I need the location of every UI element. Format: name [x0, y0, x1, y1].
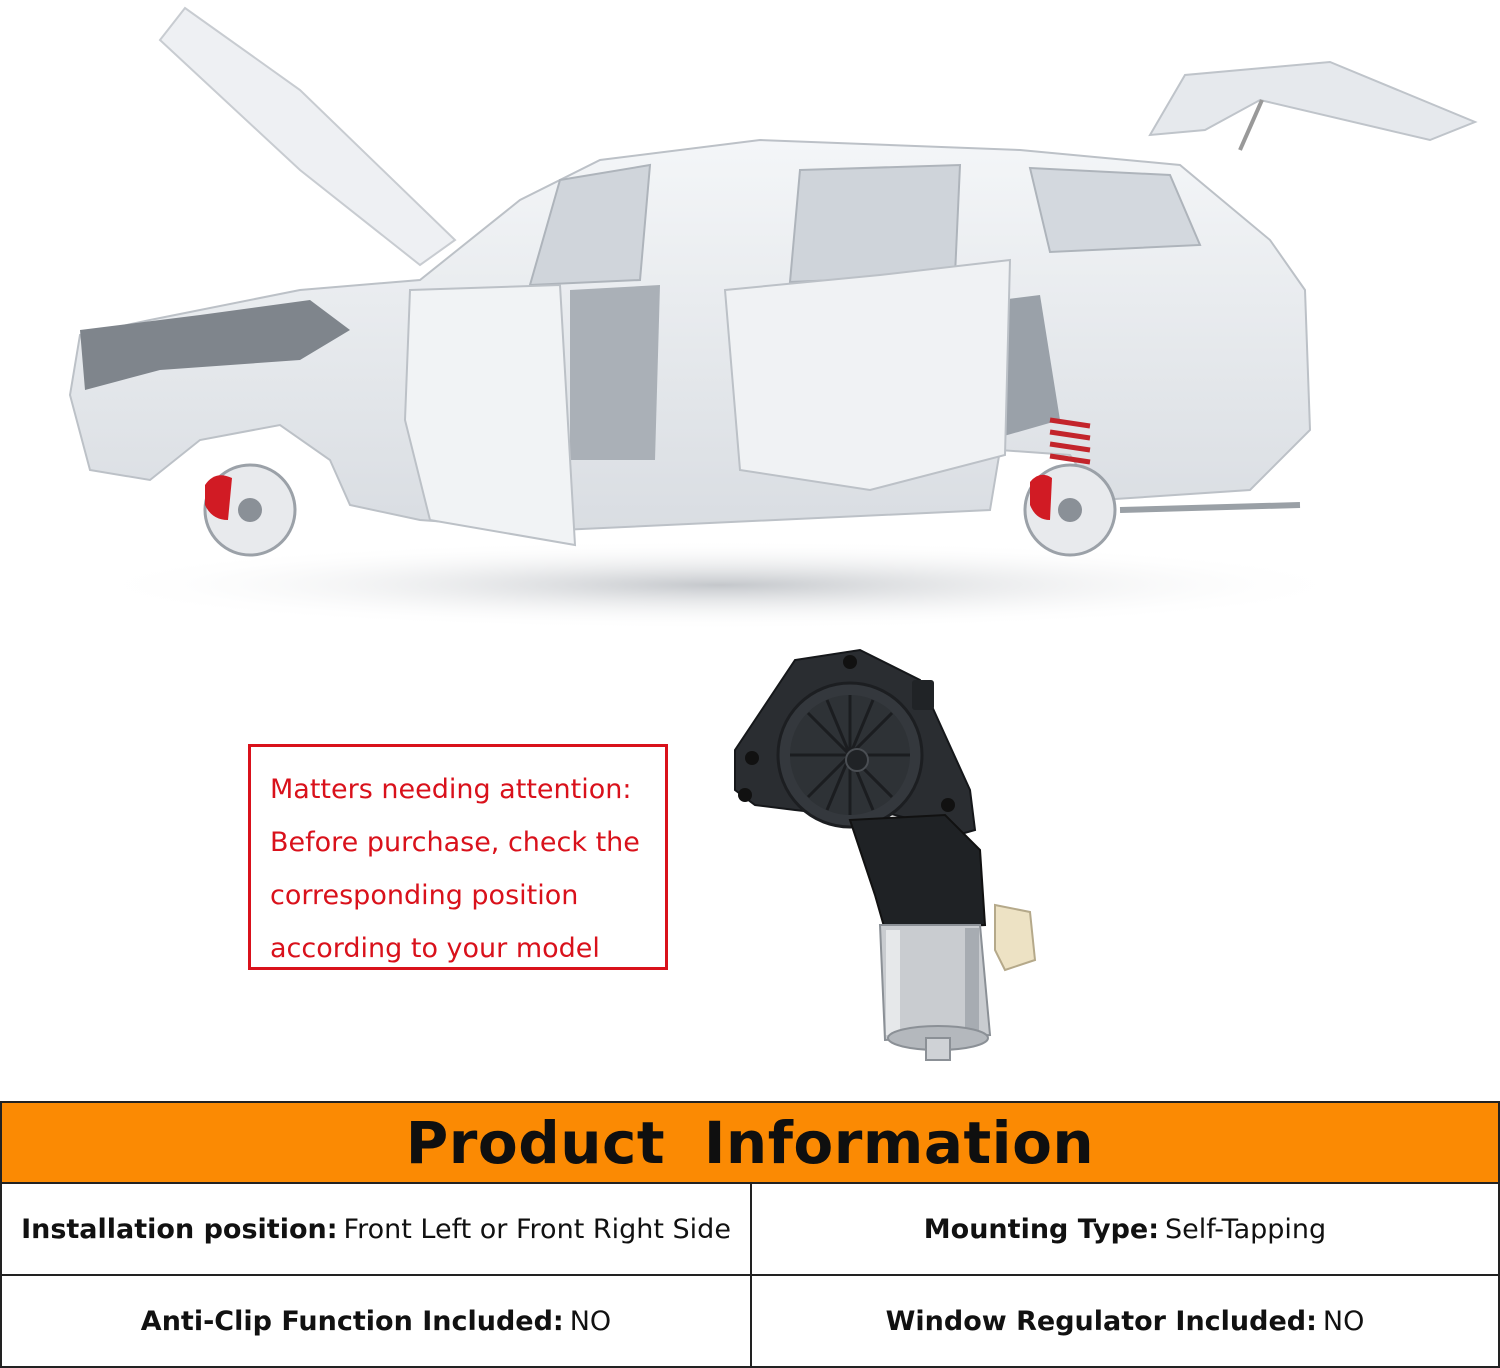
mounting-type-cell: Mounting Type: Self-Tapping — [750, 1184, 1500, 1276]
product-information-table: Product Information Installation positio… — [0, 1101, 1500, 1368]
anti-clip-cell: Anti-Clip Function Included: NO — [0, 1276, 750, 1368]
cell-label: Installation position: — [21, 1213, 338, 1245]
cell-value: NO — [569, 1305, 612, 1337]
notice-line: Matters needing attention: — [270, 774, 632, 805]
installation-position-cell: Installation position: Front Left or Fro… — [0, 1184, 750, 1276]
notice-line: according to your model — [270, 933, 600, 964]
notice-line: Before purchase, check the — [270, 827, 640, 858]
window-motor-icon — [734, 648, 1037, 1061]
notice-line: corresponding position — [270, 880, 579, 911]
cell-label: Mounting Type: — [923, 1213, 1160, 1245]
cell-label: Window Regulator Included: — [885, 1305, 1317, 1337]
cell-label: Anti-Clip Function Included: — [140, 1305, 564, 1337]
table-row: Installation position: Front Left or Fro… — [0, 1184, 1500, 1276]
window-regulator-cell: Window Regulator Included: NO — [750, 1276, 1500, 1368]
product-information-header: Product Information — [0, 1101, 1500, 1184]
cell-value: NO — [1322, 1305, 1365, 1337]
cell-value: Self-Tapping — [1165, 1213, 1327, 1245]
suv-body-icon — [68, 6, 1478, 630]
product-information-title: Product Information — [405, 1108, 1095, 1177]
attention-notice: Matters needing attention: Before purcha… — [248, 744, 668, 970]
table-row: Anti-Clip Function Included: NO Window R… — [0, 1276, 1500, 1368]
cell-value: Front Left or Front Right Side — [343, 1213, 731, 1245]
